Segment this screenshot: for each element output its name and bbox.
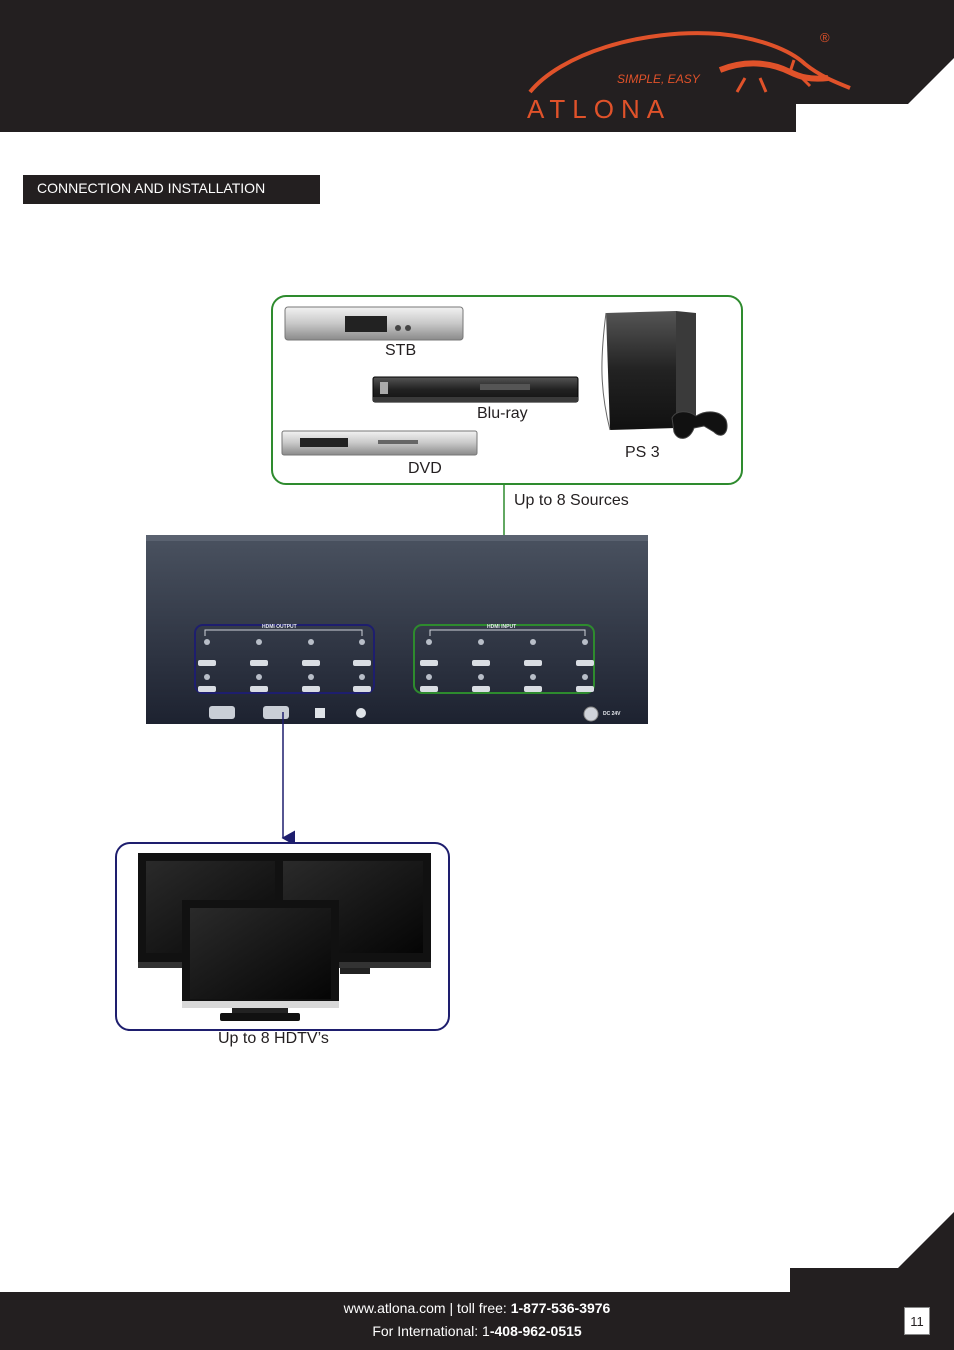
ps3-console-icon — [601, 311, 728, 439]
rs232-port-icon — [263, 706, 289, 719]
header-band — [0, 0, 954, 132]
power-label: DC 24V — [603, 711, 621, 717]
dvd-device-icon — [281, 430, 478, 456]
bluray-device-icon — [372, 376, 579, 403]
rs232-port-icon — [209, 706, 235, 719]
footer-toll-free: 1-877-536-3976 — [510, 1300, 611, 1316]
hdtv-caption: Up to 8 HDTV’s — [218, 1030, 329, 1047]
sources-caption: Up to 8 Sources — [514, 492, 629, 509]
ps3-label: PS 3 — [625, 444, 660, 461]
power-jack-icon — [583, 706, 599, 722]
registered-mark: ® — [820, 30, 830, 45]
section-title: CONNECTION AND INSTALLATION — [37, 180, 266, 196]
stb-label: STB — [385, 342, 417, 359]
hdmi-output-label: HDMI OUTPUT — [262, 624, 297, 630]
hdmi-output-group — [194, 624, 375, 694]
dvd-label: DVD — [408, 460, 442, 477]
footer-intl-prefix: For International: 1 — [372, 1323, 490, 1339]
bluray-label: Blu-ray — [477, 405, 528, 422]
switcher-rear-panel — [146, 535, 648, 724]
footer-intl-number: -408-962-0515 — [489, 1323, 582, 1339]
hdmi-input-group — [413, 624, 595, 694]
usb-port-icon — [315, 708, 325, 718]
page-number: 11 — [904, 1307, 930, 1335]
footer-website: www.atlona.com | toll free: — [343, 1300, 511, 1316]
brand-wordmark: ATLONA — [527, 94, 672, 124]
hdmi-input-label: HDMI INPUT — [487, 624, 517, 630]
footer-band — [0, 1292, 954, 1350]
section-header-bar — [23, 175, 320, 204]
hdtv-icon — [182, 900, 339, 1021]
lizard-logo-icon — [528, 31, 851, 94]
ir-port-icon — [356, 708, 366, 718]
footer-intl-line: For International: 1-408-962-0515 — [0, 1323, 954, 1339]
stb-device-icon — [284, 306, 464, 341]
header-tagline: SIMPLE, EASY — [617, 72, 700, 86]
footer-corner — [790, 1212, 954, 1292]
footer-contact-line: www.atlona.com | toll free: 1-877-536-39… — [0, 1300, 954, 1316]
